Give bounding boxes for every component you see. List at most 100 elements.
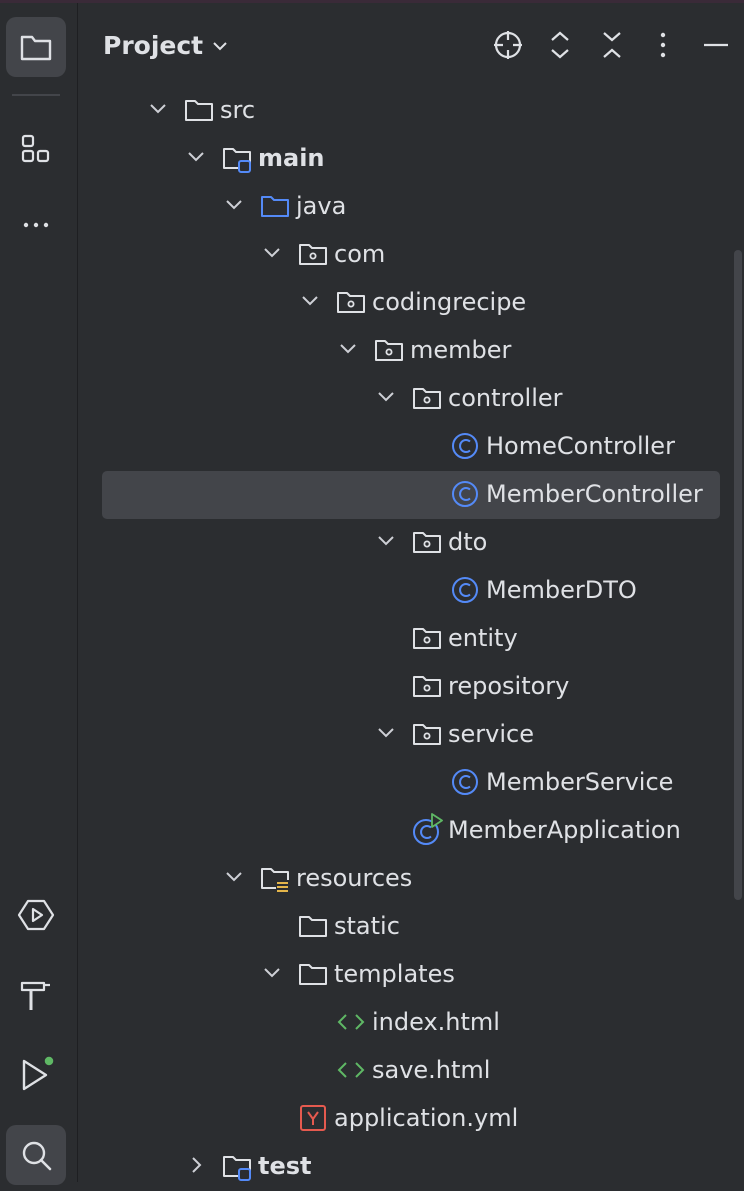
panel-title: Project — [103, 31, 204, 60]
chevron-down-icon[interactable] — [258, 959, 286, 987]
package-icon — [410, 669, 444, 703]
chevron-down-icon[interactable] — [296, 287, 324, 315]
tree-node-label: HomeController — [486, 432, 675, 460]
tree-node-label: service — [448, 720, 534, 748]
minimize-icon — [704, 43, 728, 47]
chevron-down-icon[interactable] — [220, 863, 248, 891]
folder-icon — [296, 957, 330, 991]
tree-node-label: com — [334, 240, 386, 268]
yaml-file-icon — [296, 1101, 330, 1135]
html-file-icon — [334, 1053, 368, 1087]
tree-node[interactable]: static — [78, 903, 744, 951]
run-tool-button[interactable] — [6, 1045, 66, 1105]
chevron-down-icon[interactable] — [220, 191, 248, 219]
tree-node-label: dto — [448, 528, 488, 556]
tree-node-label: application.yml — [334, 1104, 519, 1132]
html-file-icon — [334, 1005, 368, 1039]
class-icon — [448, 573, 482, 607]
tree-node[interactable]: test — [78, 1143, 744, 1191]
tree-node-label: main — [258, 144, 325, 172]
tree-node-label: MemberDTO — [486, 576, 637, 604]
structure-tool-button[interactable] — [6, 119, 66, 179]
folder-icon — [20, 35, 52, 61]
tree-node-label: entity — [448, 624, 518, 652]
tree-node[interactable]: MemberApplication — [78, 807, 744, 855]
tree-node[interactable]: repository — [78, 663, 744, 711]
crosshair-icon — [494, 31, 522, 59]
more-options-icon — [660, 32, 666, 58]
resources-folder-icon — [258, 861, 292, 895]
tree-node-label: index.html — [372, 1008, 500, 1036]
tree-node-label: member — [410, 336, 512, 364]
tree-node[interactable]: main — [78, 135, 744, 183]
spring-app-class-icon — [410, 813, 444, 847]
tree-node[interactable]: java — [78, 183, 744, 231]
vertical-scrollbar[interactable] — [734, 250, 742, 900]
project-tool-button[interactable] — [6, 17, 66, 77]
source-folder-icon — [258, 189, 292, 223]
chevron-down-icon[interactable] — [372, 383, 400, 411]
tree-node-label: test — [258, 1152, 312, 1180]
build-tool-button[interactable] — [6, 965, 66, 1025]
chevron-down-icon[interactable] — [258, 239, 286, 267]
selection-highlight — [102, 471, 720, 519]
tree-node[interactable]: HomeController — [78, 423, 744, 471]
package-icon — [410, 621, 444, 655]
tree-node[interactable]: codingrecipe — [78, 279, 744, 327]
chevron-down-icon[interactable] — [334, 335, 362, 363]
tree-node[interactable]: templates — [78, 951, 744, 999]
tree-node[interactable]: MemberDTO — [78, 567, 744, 615]
more-icon — [23, 222, 49, 228]
hide-panel-button[interactable] — [698, 27, 734, 63]
tree-node[interactable]: MemberController — [78, 471, 744, 519]
package-icon — [372, 333, 406, 367]
search-icon — [22, 1141, 52, 1171]
more-tools-button[interactable] — [6, 195, 66, 255]
collapse-all-button[interactable] — [594, 27, 630, 63]
project-panel-header: Project — [78, 3, 744, 87]
tree-node-label: resources — [296, 864, 413, 892]
tree-node[interactable]: application.yml — [78, 1095, 744, 1143]
chevron-down-icon[interactable] — [144, 95, 172, 123]
tree-node[interactable]: dto — [78, 519, 744, 567]
tree-node-label: MemberService — [486, 768, 674, 796]
tree-node-label: java — [296, 192, 347, 220]
tree-node[interactable]: resources — [78, 855, 744, 903]
search-tool-button[interactable] — [6, 1125, 66, 1185]
window-top-edge — [0, 0, 744, 3]
module-folder-icon — [220, 141, 254, 175]
select-opened-file-button[interactable] — [490, 27, 526, 63]
tree-node-label: controller — [448, 384, 563, 412]
tree-node-label: static — [334, 912, 400, 940]
folder-icon — [296, 909, 330, 943]
services-icon — [17, 899, 55, 931]
chevron-right-icon[interactable] — [182, 1151, 210, 1179]
expand-all-button[interactable] — [542, 27, 578, 63]
tree-node[interactable]: src — [78, 87, 744, 135]
tree-node-label: repository — [448, 672, 570, 700]
tree-node[interactable]: MemberService — [78, 759, 744, 807]
tree-node[interactable]: service — [78, 711, 744, 759]
options-button[interactable] — [645, 27, 681, 63]
tree-node[interactable]: index.html — [78, 999, 744, 1047]
tree-node-label: MemberController — [486, 480, 703, 508]
run-icon — [22, 1055, 55, 1091]
chevron-down-icon[interactable] — [372, 527, 400, 555]
folder-icon — [182, 93, 216, 127]
package-icon — [334, 285, 368, 319]
tree-node[interactable]: member — [78, 327, 744, 375]
class-icon — [448, 477, 482, 511]
tree-node[interactable]: save.html — [78, 1047, 744, 1095]
chevron-down-icon[interactable] — [372, 719, 400, 747]
tree-node[interactable]: entity — [78, 615, 744, 663]
chevron-down-icon — [213, 41, 227, 50]
expand-all-icon — [551, 31, 569, 59]
package-icon — [410, 381, 444, 415]
tree-node[interactable]: com — [78, 231, 744, 279]
package-icon — [296, 237, 330, 271]
chevron-down-icon[interactable] — [182, 143, 210, 171]
view-selector[interactable]: Project — [103, 31, 229, 60]
services-tool-button[interactable] — [6, 885, 66, 945]
tree-node[interactable]: controller — [78, 375, 744, 423]
package-icon — [410, 717, 444, 751]
